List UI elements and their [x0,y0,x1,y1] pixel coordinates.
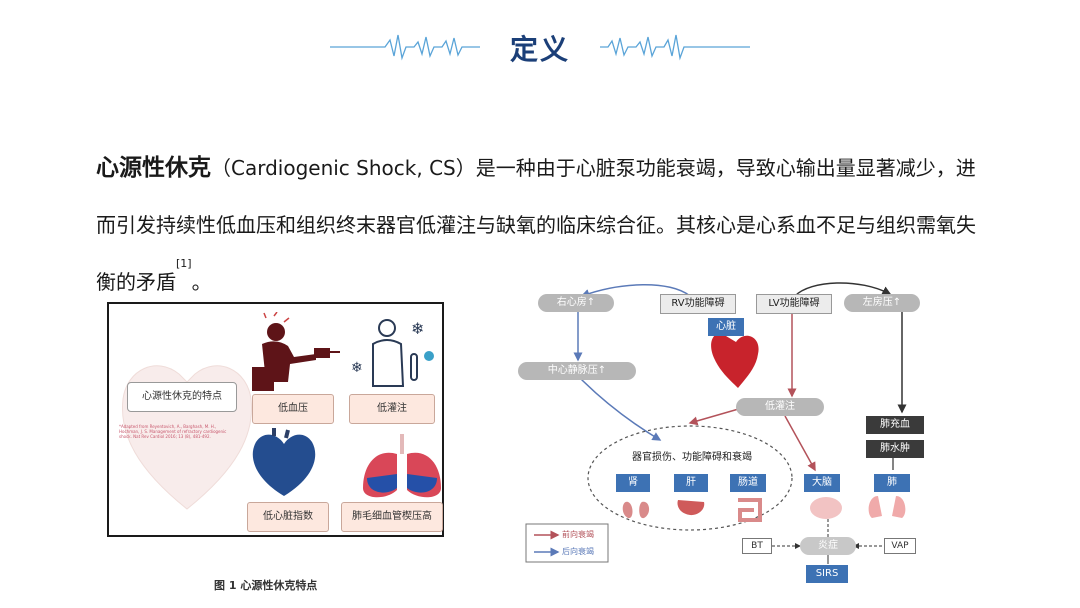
node-pulmonary-edema: 肺水肿 [866,440,924,458]
node-pulmonary-congestion: 肺充血 [866,416,924,434]
label-low-cardiac-index: 低心脏指数 [247,502,329,532]
legend-forward-failure: 前向衰竭 [562,530,594,539]
node-rv-dysfunction: RV功能障碍 [660,294,736,314]
definition-text: （Cardiogenic Shock, CS）是一种由于心脏泵功能衰竭，导致心输… [96,156,976,294]
node-inflammation: 炎症 [800,537,856,555]
figure1-caption: 图 1 心源性休克特点 [214,579,318,592]
diagram-arrows [525,282,907,564]
definition-end: 。 [191,270,212,294]
node-left-atrial-pressure: 左房压↑ [844,294,920,312]
node-right-atrium: 右心房↑ [538,294,614,312]
definition-paragraph: 心源性休克（Cardiogenic Shock, CS）是一种由于心脏泵功能衰竭… [96,140,986,311]
node-bt: BT [742,538,772,554]
node-hypoperfusion: 低灌注 [736,398,824,416]
figure-cardiogenic-features: 心源性休克的特点 *Adapted from Reyentovich, A., … [107,302,444,537]
definition-term: 心源性休克 [96,155,211,181]
citation-text: *Adapted from Reyentovich, A., Barghash,… [119,424,227,439]
ecg-line-right-icon [600,34,750,61]
cold-person-icon: ❄ ❄ [351,319,434,387]
node-sirs: SIRS [806,565,848,583]
svg-text:❄: ❄ [351,360,363,376]
node-central-venous-pressure: 中心静脉压↑ [518,362,636,380]
legend-backward-failure: 后向衰竭 [562,547,594,556]
figure-pathophysiology-diagram: 右心房↑ RV功能障碍 LV功能障碍 左房压↑ 心脏 中心静脉压↑ 低灌注 肺充… [510,278,970,598]
node-liver: 肝 [674,474,708,492]
node-organ-failure: 器官损伤、功能障碍和衰竭 [632,452,752,463]
node-heart: 心脏 [708,318,744,336]
node-lung: 肺 [874,474,910,492]
low-bp-person-icon [252,312,340,391]
page-title: 定义 [509,33,570,66]
ecg-line-left-icon [330,34,480,61]
label-high-pcwp: 肺毛细血管楔压高 [341,502,443,532]
node-lv-dysfunction: LV功能障碍 [756,294,832,314]
label-hypotension: 低血压 [252,394,334,424]
node-kidney: 肾 [616,474,650,492]
center-label-box: 心源性休克的特点 [127,382,237,412]
node-brain: 大脑 [804,474,840,492]
label-hypoperfusion: 低灌注 [349,394,435,424]
reference-marker: [1] [176,257,192,270]
node-gut: 肠道 [730,474,766,492]
heart-icon [252,428,316,496]
lungs-icon [363,434,441,498]
node-vap: VAP [884,538,916,554]
svg-text:❄: ❄ [411,319,424,338]
